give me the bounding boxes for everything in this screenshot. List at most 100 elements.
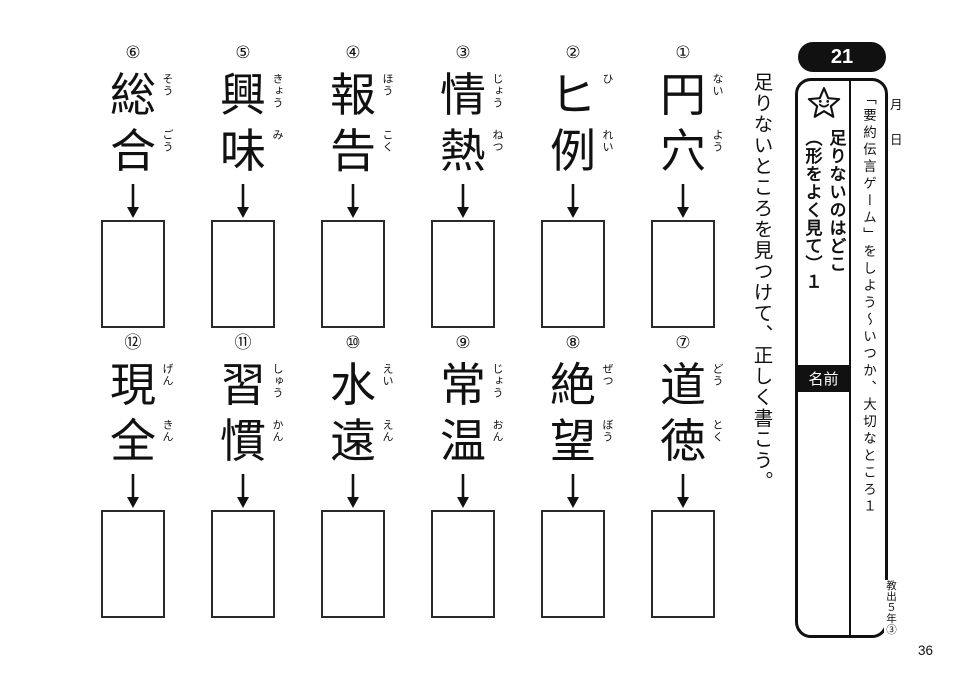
answer-box[interactable] (101, 220, 165, 328)
furigana: げん (161, 363, 173, 387)
answer-box[interactable] (651, 220, 715, 328)
furigana: じょう (491, 363, 503, 399)
answer-box[interactable] (541, 510, 605, 618)
problem-number: ④ (345, 43, 361, 62)
arrow-down-icon (676, 474, 690, 508)
kanji-char-block: 現 げん (78, 358, 188, 414)
title-line-1: 足りないのはどこ (826, 129, 846, 273)
kanji-char-block: 報 ほう (298, 68, 408, 124)
kanji-char: 円 (660, 70, 706, 121)
kanji-char: 合 (110, 126, 156, 177)
arrow-down-icon (126, 184, 140, 218)
answer-box[interactable] (101, 510, 165, 618)
kanji-char-block: 慣 かん (188, 414, 298, 470)
problem-item: ④ 報 ほう 告 こく (298, 42, 408, 328)
kanji-char-block: 総 そう (78, 68, 188, 124)
smiling-star-icon (798, 87, 849, 121)
problem-number: ⑨ (455, 333, 471, 352)
kanji-char-block: 情 じょう (408, 68, 518, 124)
furigana: かん (271, 419, 283, 443)
kanji-word: 総 そう 合 ごう (78, 68, 188, 180)
furigana: よう (711, 129, 723, 153)
kanji-char: 常 (440, 360, 486, 411)
problem-item: ③ 情 じょう 熱 ねつ (408, 42, 518, 328)
furigana: み (271, 129, 283, 141)
furigana: しゅう (271, 363, 283, 399)
furigana: きん (161, 419, 173, 443)
kanji-char-block: 例 れい (518, 124, 628, 180)
kanji-char-block: 絶 ぜつ (518, 358, 628, 414)
arrow-down-icon (676, 184, 690, 218)
month-label: 月 (890, 98, 903, 112)
furigana: えん (381, 419, 393, 443)
kanji-char-block: 道 どう (628, 358, 738, 414)
answer-box[interactable] (431, 220, 495, 328)
kanji-char: 習 (220, 360, 266, 411)
furigana: ない (711, 73, 723, 97)
answer-box[interactable] (651, 510, 715, 618)
kanji-word: 習 しゅう 慣 かん (188, 358, 298, 470)
kanji-char: 報 (330, 70, 376, 121)
arrow-down-icon (236, 474, 250, 508)
problem-number: ⑪ (234, 333, 252, 352)
kanji-char-block: 温 おん (408, 414, 518, 470)
kanji-char: 総 (110, 70, 156, 121)
lesson-number: 21 (830, 45, 854, 68)
kanji-word: 情 じょう 熱 ねつ (408, 68, 518, 180)
instruction-text: 足りないところを見つけて、正しく書こう。 (750, 72, 771, 492)
answer-box[interactable] (211, 510, 275, 618)
kanji-char: 穴 (660, 126, 706, 177)
kanji-char-block: 望 ぼう (518, 414, 628, 470)
kanji-char-block: 円 ない (628, 68, 738, 124)
answer-box[interactable] (541, 220, 605, 328)
kanji-char: 温 (440, 416, 486, 467)
furigana: ほう (381, 73, 393, 97)
kanji-char: 告 (330, 126, 376, 177)
answer-box[interactable] (431, 510, 495, 618)
problem-number: ③ (455, 43, 471, 62)
furigana: とく (711, 419, 723, 443)
header-panel: 足りないのはどこ （形をよく見て）１ 名前 「要約伝言ゲーム」をしよう～いつか、… (795, 78, 888, 638)
kanji-char: 情 (440, 70, 486, 121)
name-label: 名前 (798, 365, 849, 392)
kanji-char-block: 味 み (188, 124, 298, 180)
kanji-char: 道 (660, 360, 706, 411)
problem-item: ② ヒ ひ 例 れい (518, 42, 628, 328)
kanji-char: 遠 (330, 416, 376, 467)
furigana: どう (711, 363, 723, 387)
furigana: おん (491, 419, 503, 443)
problem-item: ⑧ 絶 ぜつ 望 ぼう (518, 332, 628, 618)
kanji-char: 水 (330, 360, 376, 411)
furigana: ぼう (601, 419, 613, 443)
answer-box[interactable] (321, 510, 385, 618)
problem-item: ⑪ 習 しゅう 慣 かん (188, 332, 298, 618)
furigana: そう (161, 73, 173, 97)
kanji-char: 現 (110, 360, 156, 411)
kanji-char-block: 常 じょう (408, 358, 518, 414)
answer-box[interactable] (211, 220, 275, 328)
kanji-char: 全 (110, 416, 156, 467)
kanji-char-block: 水 えい (298, 358, 408, 414)
problem-item: ⑤ 興 きょう 味 み (188, 42, 298, 328)
furigana: ぜつ (601, 363, 613, 387)
publisher-note: 教出５年③ (884, 580, 899, 635)
answer-box[interactable] (321, 220, 385, 328)
arrow-down-icon (566, 474, 580, 508)
arrow-down-icon (566, 184, 580, 218)
kanji-char: 徳 (660, 416, 706, 467)
furigana: ねつ (491, 129, 503, 153)
kanji-char: 望 (550, 416, 596, 467)
problem-number: ① (675, 43, 691, 62)
worksheet-title: 足りないのはどこ （形をよく見て）１ (798, 129, 849, 291)
title-column: 足りないのはどこ （形をよく見て）１ 名前 (798, 81, 849, 635)
kanji-word: 興 きょう 味 み (188, 68, 298, 180)
kanji-char: 例 (550, 126, 596, 177)
series-note-column: 「要約伝言ゲーム」をしよう～いつか、大切なところ１ (849, 81, 885, 635)
problem-item: ① 円 ない 穴 よう (628, 42, 738, 328)
kanji-char: 興 (220, 70, 266, 121)
furigana: れい (601, 129, 613, 153)
problem-number: ② (565, 43, 581, 62)
furigana: きょう (271, 73, 283, 109)
name-input-area[interactable] (798, 392, 849, 635)
kanji-word: 水 えい 遠 えん (298, 358, 408, 470)
